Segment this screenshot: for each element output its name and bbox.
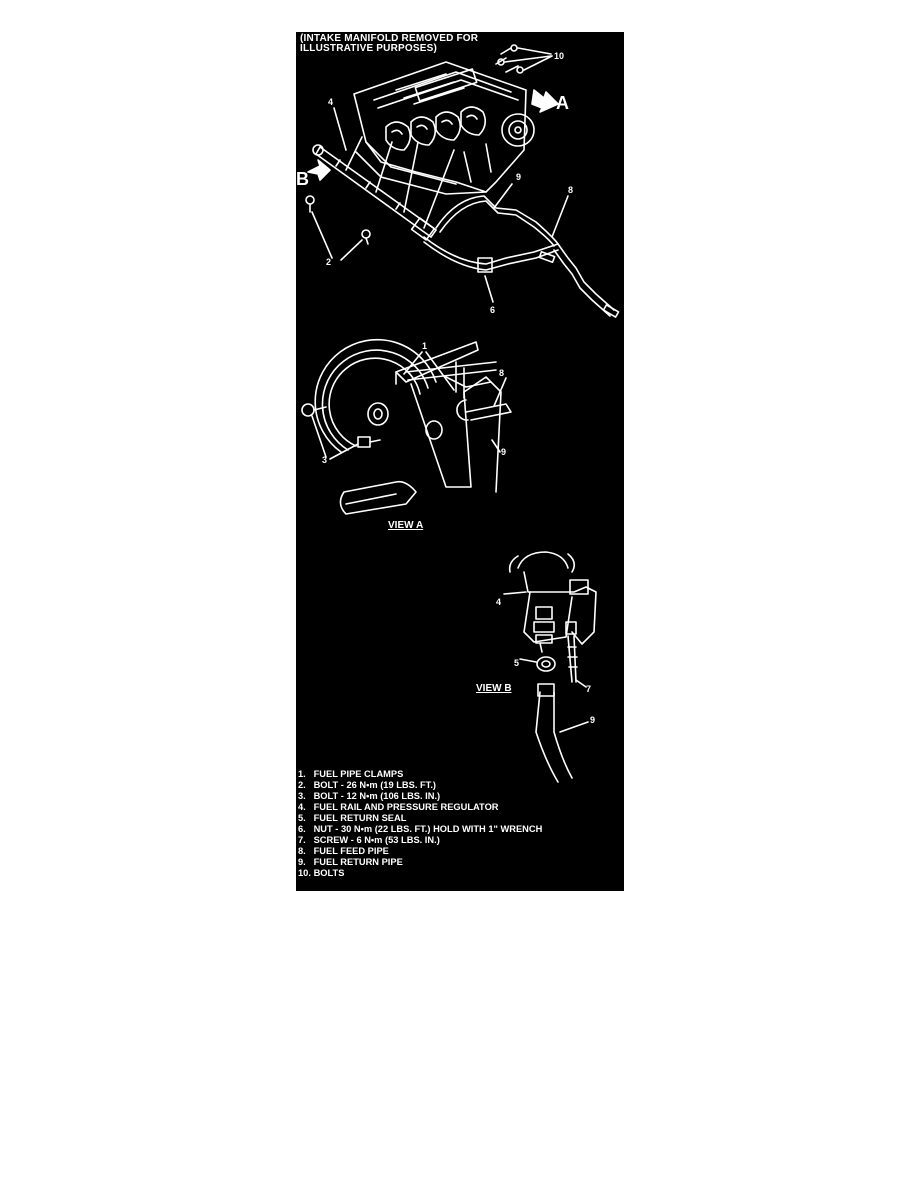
legend-item: 7. SCREW - 6 N•m (53 LBS. IN.) <box>298 835 440 845</box>
legend-item: 1. FUEL PIPE CLAMPS <box>298 769 404 779</box>
callout-8-mid: 8 <box>499 368 505 378</box>
callout-3: 3 <box>322 455 328 465</box>
callout-2: 2 <box>326 257 332 267</box>
legend-item: 5. FUEL RETURN SEAL <box>298 813 407 823</box>
diagram-panel: (INTAKE MANIFOLD REMOVED FOR ILLUSTRATIV… <box>296 32 624 891</box>
caption-line-1: (INTAKE MANIFOLD REMOVED FOR <box>300 33 479 44</box>
caption-line-2: ILLUSTRATIVE PURPOSES) <box>300 43 438 54</box>
legend-item: 4. FUEL RAIL AND PRESSURE REGULATOR <box>298 802 499 812</box>
view-a-label: VIEW A <box>388 520 424 531</box>
view-b-label: VIEW B <box>476 683 512 694</box>
callout-9-top: 9 <box>516 172 522 182</box>
legend-item: 6. NUT - 30 N•m (22 LBS. FT.) HOLD WITH … <box>298 824 543 834</box>
callout-7: 7 <box>586 684 592 694</box>
fuel-system-illustration <box>301 44 620 783</box>
callout-a: A <box>556 93 569 113</box>
callout-4: 4 <box>328 97 334 107</box>
illustration-caption: (INTAKE MANIFOLD REMOVED FOR ILLUSTRATIV… <box>300 34 478 54</box>
callout-9-mid: 9 <box>501 447 507 457</box>
view-b-drawing <box>503 551 597 783</box>
engine-assembly-drawing <box>305 44 620 318</box>
callout-8-top: 8 <box>568 185 574 195</box>
callout-10: 10 <box>554 51 565 61</box>
callout-9-view-b: 9 <box>590 715 596 725</box>
callout-4-view-b: 4 <box>496 597 502 607</box>
view-a-drawing <box>301 338 512 515</box>
callout-b: B <box>296 169 309 189</box>
callout-6: 6 <box>490 305 496 315</box>
legend-item: 2. BOLT - 26 N•m (19 LBS. FT.) <box>298 780 436 790</box>
legend-item: 10. BOLTS <box>298 868 345 878</box>
parts-legend: 1. FUEL PIPE CLAMPS 2. BOLT - 26 N•m (19… <box>298 769 622 879</box>
callout-1: 1 <box>422 341 428 351</box>
legend-item: 3. BOLT - 12 N•m (106 LBS. IN.) <box>298 791 441 801</box>
legend-item: 9. FUEL RETURN PIPE <box>298 857 403 867</box>
legend-item: 8. FUEL FEED PIPE <box>298 846 389 856</box>
callout-5: 5 <box>514 658 520 668</box>
